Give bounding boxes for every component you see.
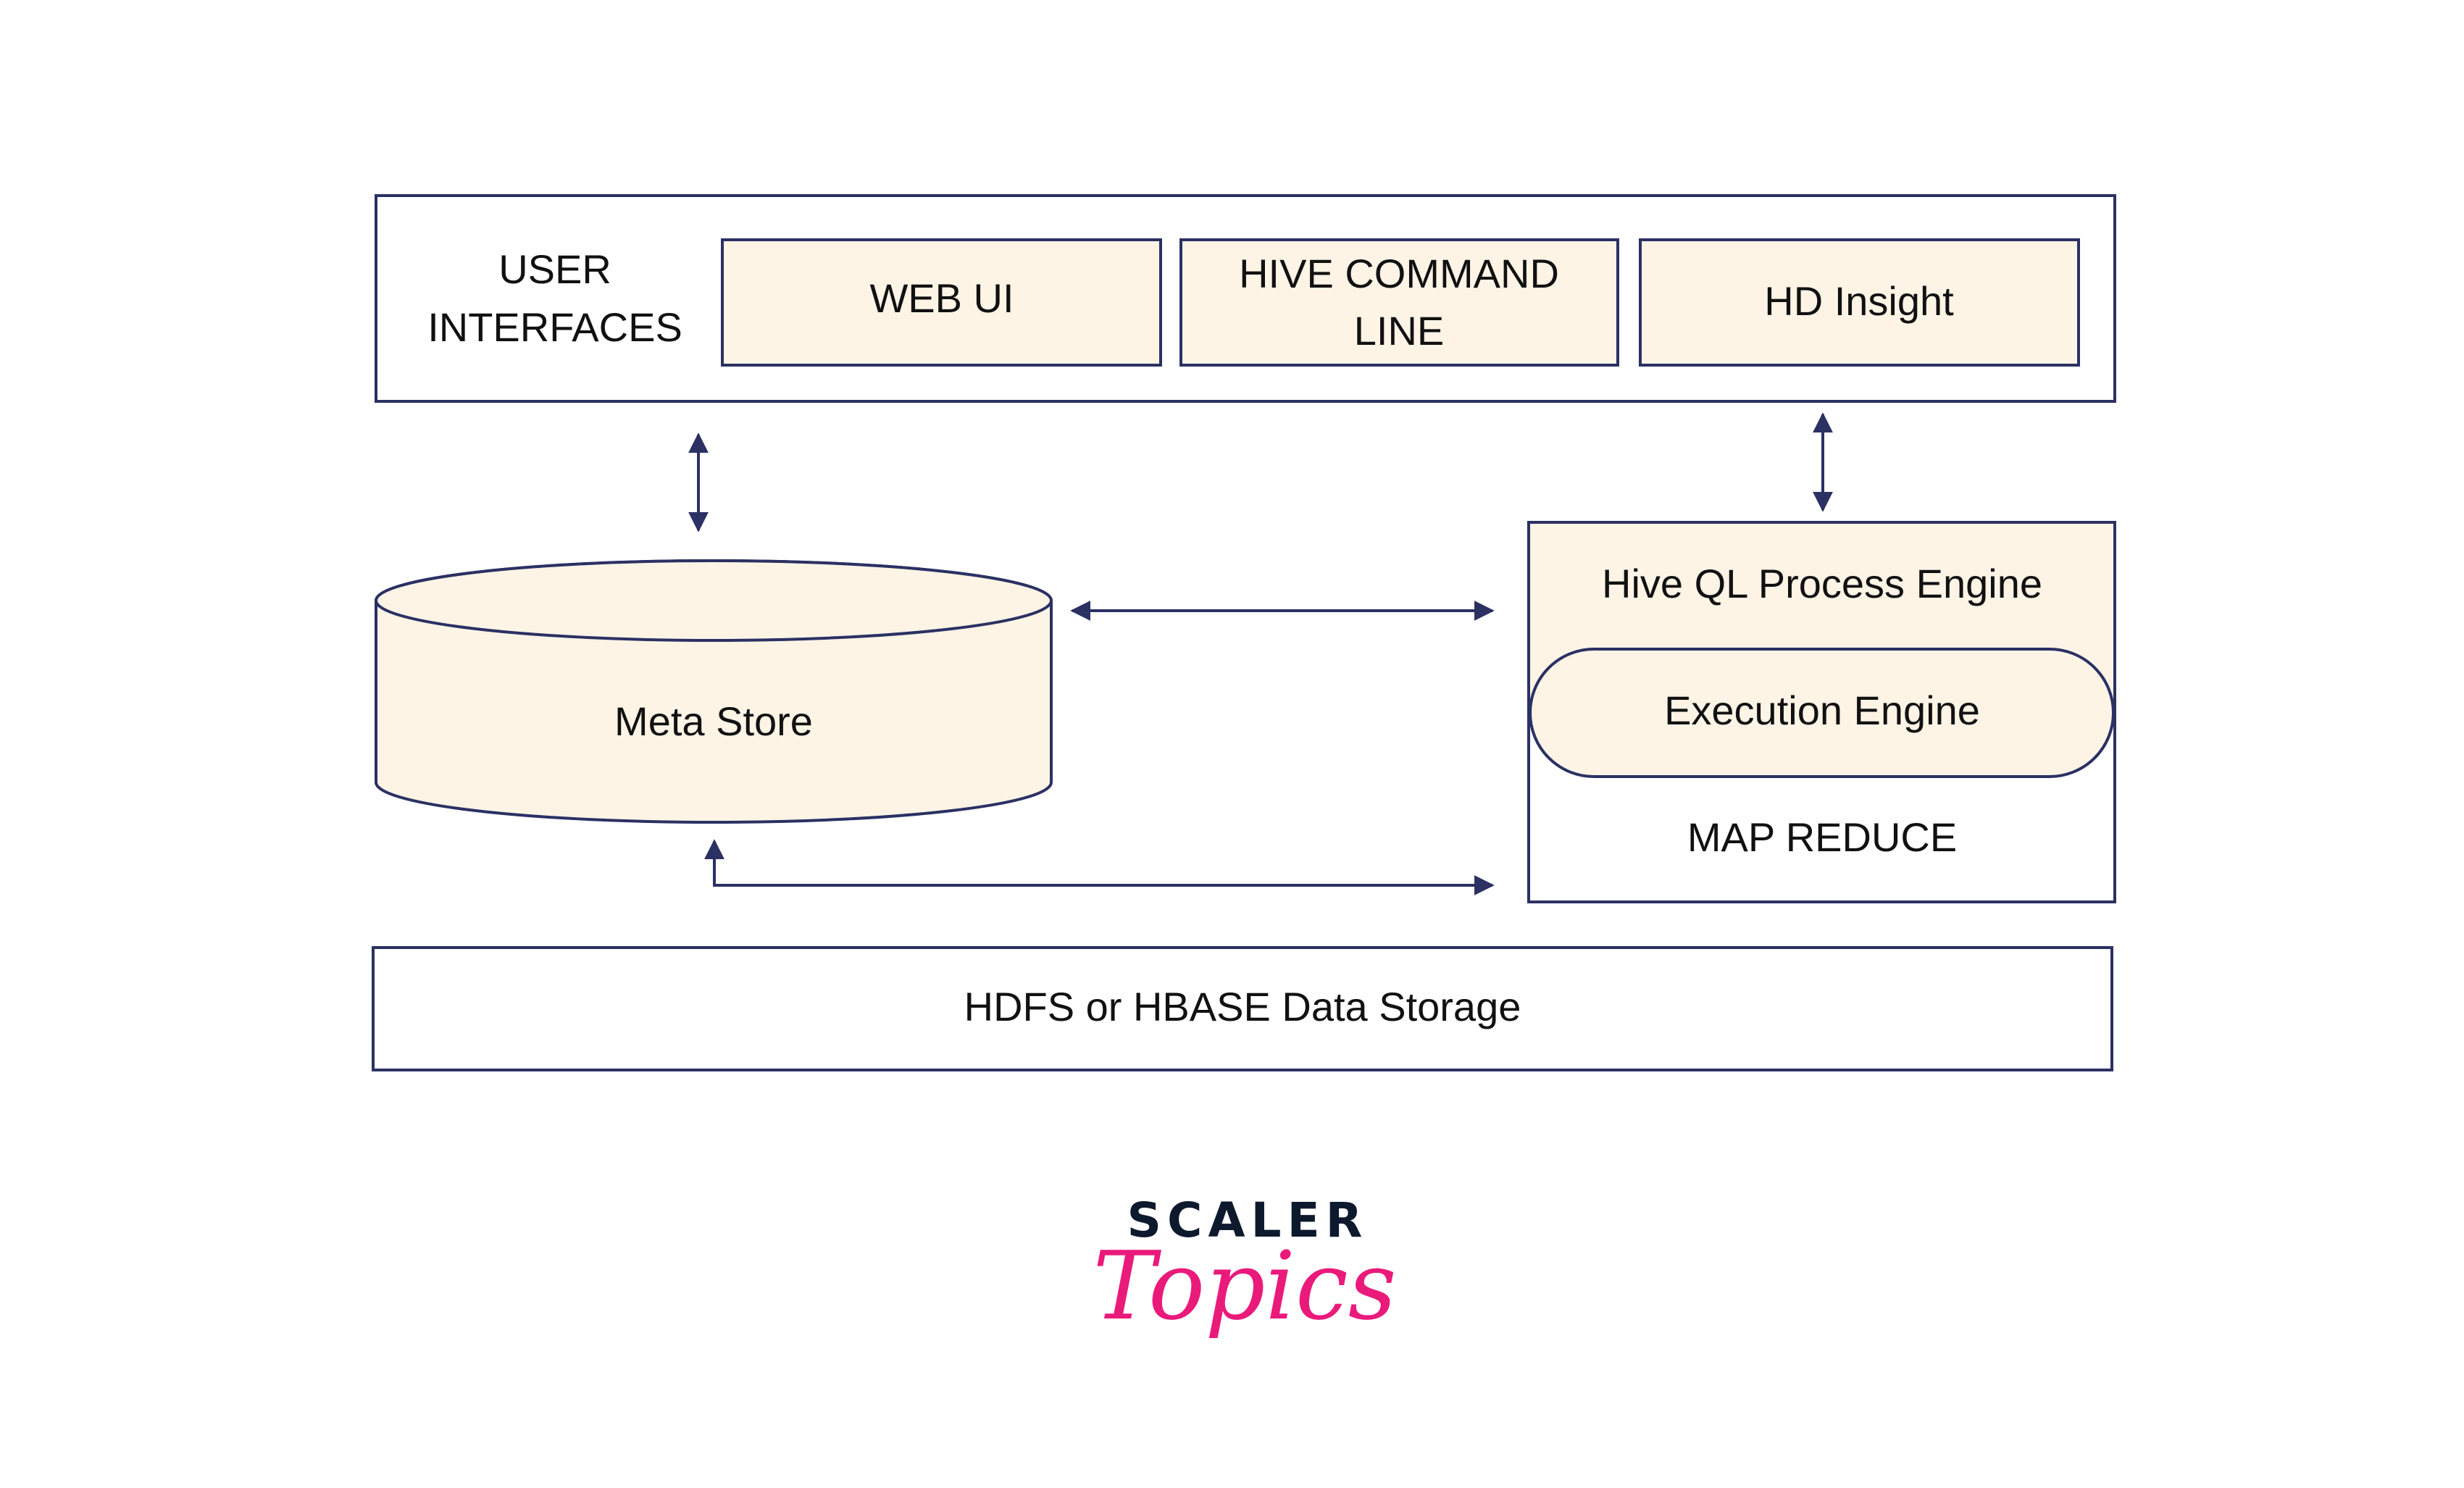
hive-ql-process-engine-label: Hive QL Process Engine [1602,561,2042,606]
meta-store-node[interactable]: Meta Store [375,559,1053,824]
logo-product-text: Topics [1093,1231,1396,1341]
meta-store-label: Meta Store [614,698,813,744]
hd-insight-box[interactable] [1639,238,2080,367]
storage-label: HDFS or HBASE Data Storage [964,984,1521,1029]
web-ui-node[interactable]: WEB UI [721,238,1162,367]
web-ui-box[interactable] [721,238,1162,367]
hive-command-line-node[interactable]: HIVE COMMAND LINE [1179,238,1619,367]
user-interfaces-label-line1: USER [498,246,611,292]
user-interfaces-label-line2: INTERFACES [427,304,682,350]
logo-brand-text: SCALER [1127,1192,1368,1248]
storage-node[interactable]: HDFS or HBASE Data Storage [372,946,2113,1071]
scaler-topics-logo: SCALER Topics [1093,1192,1396,1341]
engine-group: Hive QL Process Engine Execution Engine … [1527,521,2116,903]
meta-store-cylinder-top [375,559,1053,642]
map-reduce-label: MAP REDUCE [1687,814,1957,860]
arrow-metastore-mapreduce [704,839,1495,895]
execution-engine-pill[interactable] [1529,648,2115,778]
hive-command-line-label-line1: HIVE COMMAND [1239,251,1559,296]
elbow-arrow-icon [704,839,1495,895]
web-ui-label: WEB UI [869,275,1014,321]
hive-command-line-box[interactable] [1179,238,1619,367]
user-interfaces-group: USER INTERFACES WEB UI HIVE COMMAND LINE… [375,194,2116,403]
hd-insight-label: HD Insight [1764,278,1954,324]
hive-command-line-label-line2: LINE [1354,308,1445,354]
hd-insight-node[interactable]: HD Insight [1639,238,2080,367]
engine-box [1527,521,2116,903]
execution-engine-label: Execution Engine [1664,687,1980,733]
storage-box[interactable] [372,946,2113,1071]
